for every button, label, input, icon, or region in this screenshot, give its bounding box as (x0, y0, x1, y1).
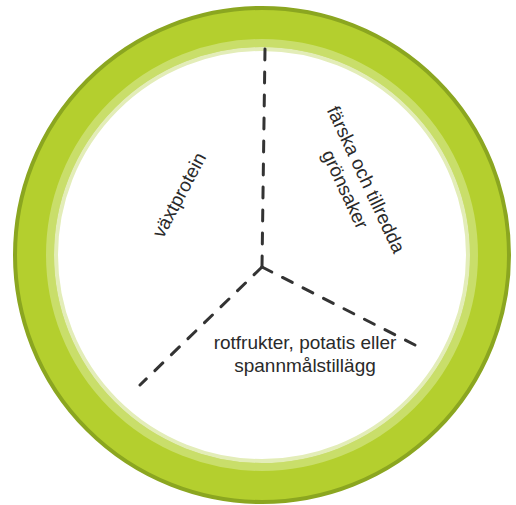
plate-circle: växtproteinfärska och tillredda grönsake… (12, 5, 512, 505)
plate-center (56, 49, 468, 461)
plate-rim (15, 8, 509, 502)
section-label: rotfrukter, potatis eller spannmålstillä… (205, 332, 405, 378)
plate-outline (12, 5, 512, 505)
rim-highlight (50, 43, 474, 467)
section-divider (262, 49, 265, 267)
